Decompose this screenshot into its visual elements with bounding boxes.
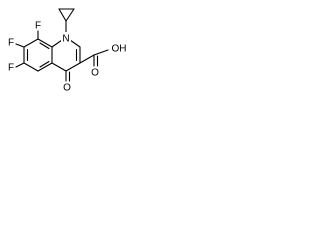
fluorine-label-top: F	[35, 21, 41, 32]
nitrogen-label: N	[62, 34, 69, 45]
bond	[37, 38, 53, 48]
bond	[23, 38, 39, 48]
bond	[15, 43, 25, 48]
hydroxyl-label: OH	[112, 44, 127, 55]
bond	[65, 62, 81, 72]
acid-oxygen-label: O	[91, 68, 99, 79]
double-bond	[39, 60, 50, 68]
fluorine-label-bottom: F	[8, 63, 14, 74]
benzene-ring	[23, 38, 53, 72]
bond	[23, 62, 39, 72]
bond	[58, 8, 67, 22]
bond	[65, 8, 75, 22]
bond	[51, 62, 67, 72]
pyridone-ring	[51, 39, 81, 72]
fluorine-label-mid: F	[8, 38, 14, 49]
bond	[15, 62, 25, 68]
molecule-structure: N F F F O O OH	[8, 8, 127, 94]
double-bond	[39, 42, 50, 50]
bond	[51, 39, 63, 48]
bond	[79, 54, 95, 64]
keto-oxygen-label: O	[63, 83, 71, 94]
bond	[69, 39, 81, 48]
bond	[93, 49, 109, 56]
bond	[37, 62, 53, 72]
